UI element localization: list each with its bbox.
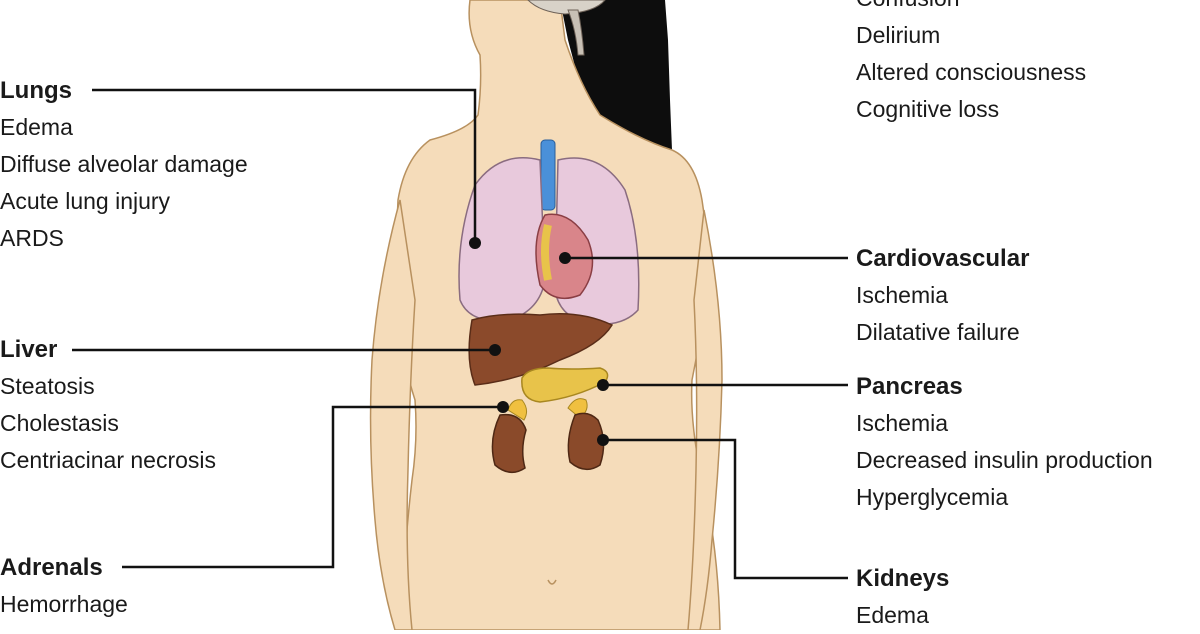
- cardiovascular-item: Dilatative failure: [856, 319, 1020, 345]
- adrenals-findings: Adrenals Hemorrhage: [0, 549, 128, 623]
- left-arm: [369, 199, 416, 630]
- aorta: [541, 224, 552, 281]
- kidneys-item: Edema: [856, 602, 929, 628]
- trachea: [540, 139, 556, 211]
- right-kidney: [567, 412, 605, 471]
- cardiovascular-item: Ischemia: [856, 282, 949, 308]
- lungs-item: ARDS: [0, 225, 64, 251]
- navel: [547, 579, 557, 585]
- kidneys-findings: Kidneys Edema: [856, 560, 949, 634]
- kidneys-leader: [603, 438, 848, 580]
- hair: [560, 0, 672, 150]
- brain-findings: Confusion Delirium Altered consciousness…: [856, 0, 1086, 128]
- liver-title: Liver: [0, 336, 58, 363]
- liver: [468, 313, 614, 386]
- lungs-item: Acute lung injury: [0, 188, 171, 214]
- adrenals-marker: [497, 401, 509, 413]
- kidneys-marker: [597, 434, 609, 446]
- cardiovascular-marker: [559, 252, 571, 264]
- adrenals-title: Adrenals: [0, 554, 103, 581]
- cardiovascular-findings: Cardiovascular Ischemia Dilatative failu…: [856, 240, 1029, 351]
- pancreas-item: Hyperglycemia: [856, 484, 1009, 510]
- brain-item: Cognitive loss: [856, 96, 1000, 122]
- liver-findings: Liver Steatosis Cholestasis Centriacinar…: [0, 331, 216, 479]
- pancreas-title: Pancreas: [856, 373, 963, 400]
- lungs-title: Lungs: [0, 77, 72, 104]
- liver-marker: [489, 344, 501, 356]
- brain-item: Altered consciousness: [856, 59, 1087, 85]
- right-arm: [687, 209, 723, 630]
- liver-item: Steatosis: [0, 373, 95, 399]
- left-adrenal: [507, 399, 528, 421]
- lungs-leader: [92, 88, 477, 243]
- left-kidney: [491, 413, 527, 474]
- lungs-findings: Lungs Edema Diffuse alveolar damage Acut…: [0, 72, 248, 257]
- liver-item: Centriacinar necrosis: [0, 447, 217, 473]
- pancreas-marker: [597, 379, 609, 391]
- adrenals-leader: [122, 405, 503, 569]
- pancreas: [521, 367, 609, 403]
- lungs-item: Diffuse alveolar damage: [0, 151, 248, 177]
- kidneys-title: Kidneys: [856, 565, 950, 592]
- brain-item: Delirium: [856, 22, 941, 48]
- brain: [527, 0, 606, 15]
- pancreas-findings: Pancreas Ischemia Decreased insulin prod…: [856, 368, 1153, 516]
- liver-item: Cholestasis: [0, 410, 119, 436]
- left-lung: [458, 157, 546, 322]
- lungs-marker: [469, 237, 481, 249]
- cardiovascular-title: Cardiovascular: [856, 245, 1030, 272]
- pancreas-item: Decreased insulin production: [856, 447, 1153, 473]
- lungs-item: Edema: [0, 114, 73, 140]
- pancreas-item: Ischemia: [856, 410, 949, 436]
- brainstem: [567, 9, 585, 56]
- adrenals-item: Hemorrhage: [0, 591, 128, 617]
- brain-item: Confusion: [856, 0, 1086, 17]
